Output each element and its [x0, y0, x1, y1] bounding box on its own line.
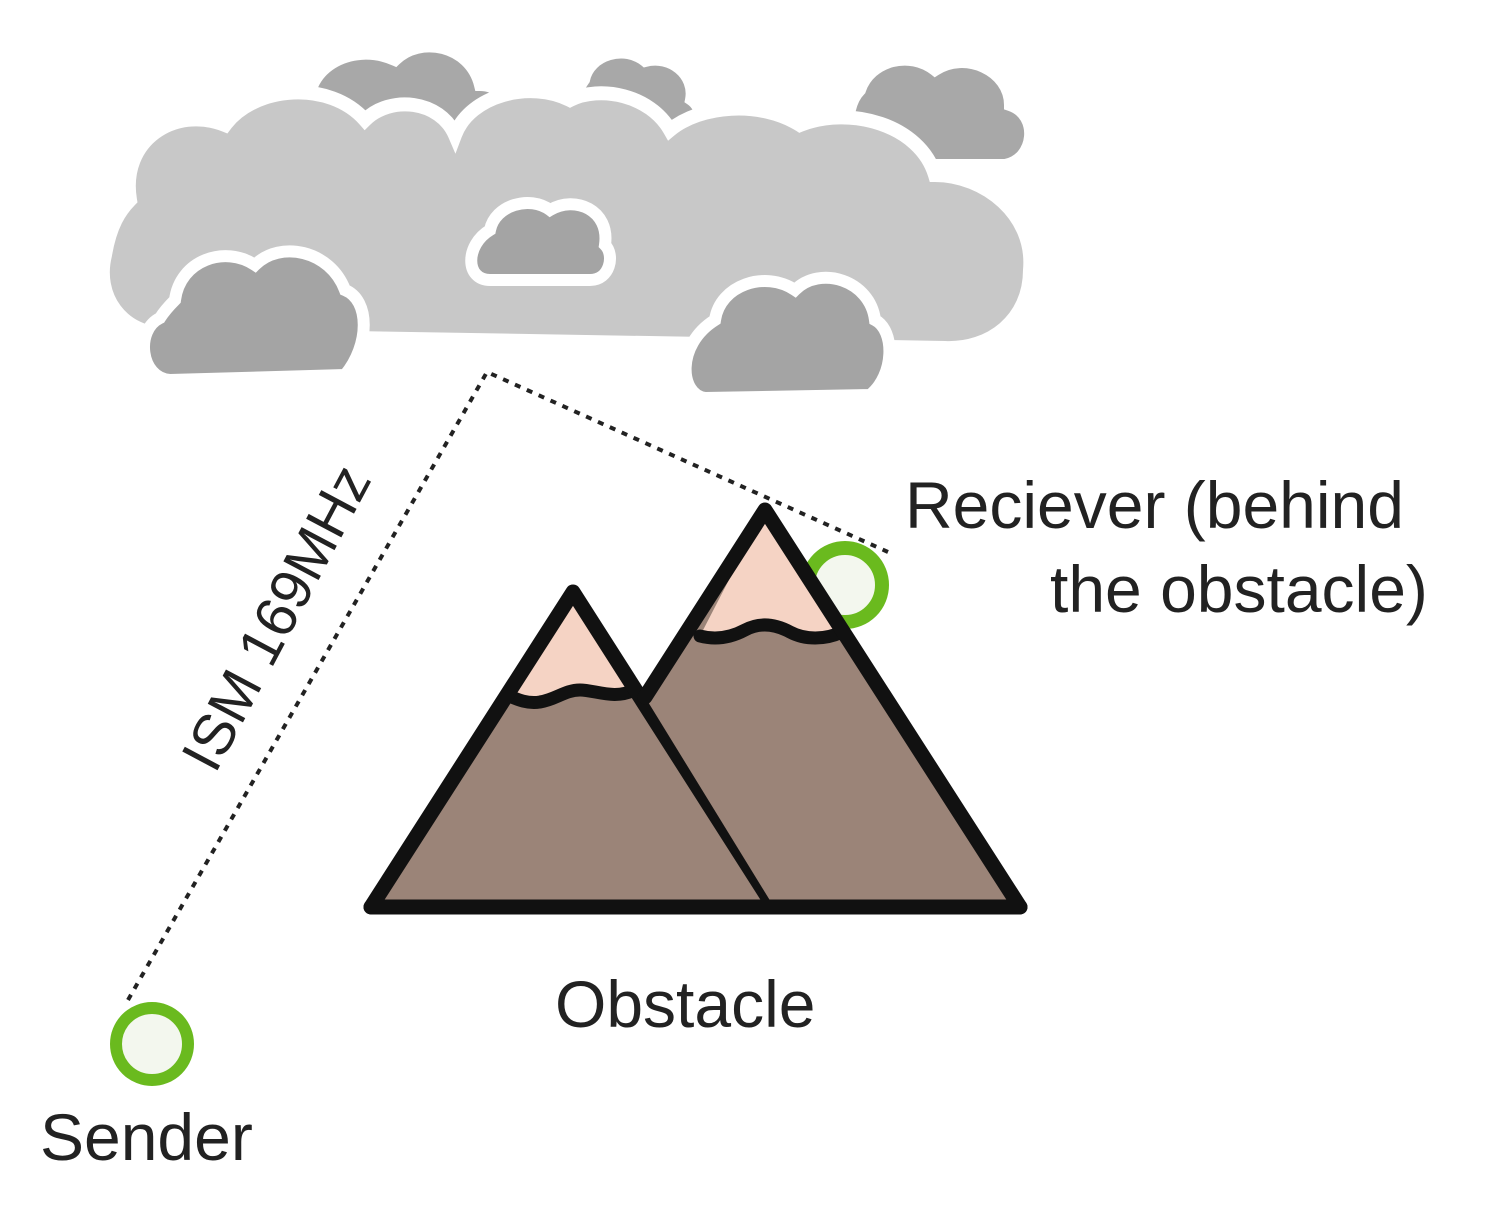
receiver-label-line1: Reciever (behind [905, 468, 1404, 542]
receiver-label-line2: the obstacle) [1050, 552, 1428, 626]
node-ring-icon [110, 1002, 194, 1086]
sender-label: Sender [40, 1100, 253, 1174]
cloud-icon [95, 40, 1038, 405]
link-label: ISM 169MHz [169, 455, 384, 781]
cloud-front-1 [138, 245, 370, 387]
signal-path [126, 369, 889, 1001]
obstacle-label: Obstacle [555, 967, 815, 1041]
cloud-front-2 [465, 196, 616, 286]
sender-node [110, 1002, 194, 1086]
cloud-front-3 [679, 271, 896, 405]
mountain-icon [363, 502, 1028, 915]
mountain-right [637, 502, 1028, 915]
